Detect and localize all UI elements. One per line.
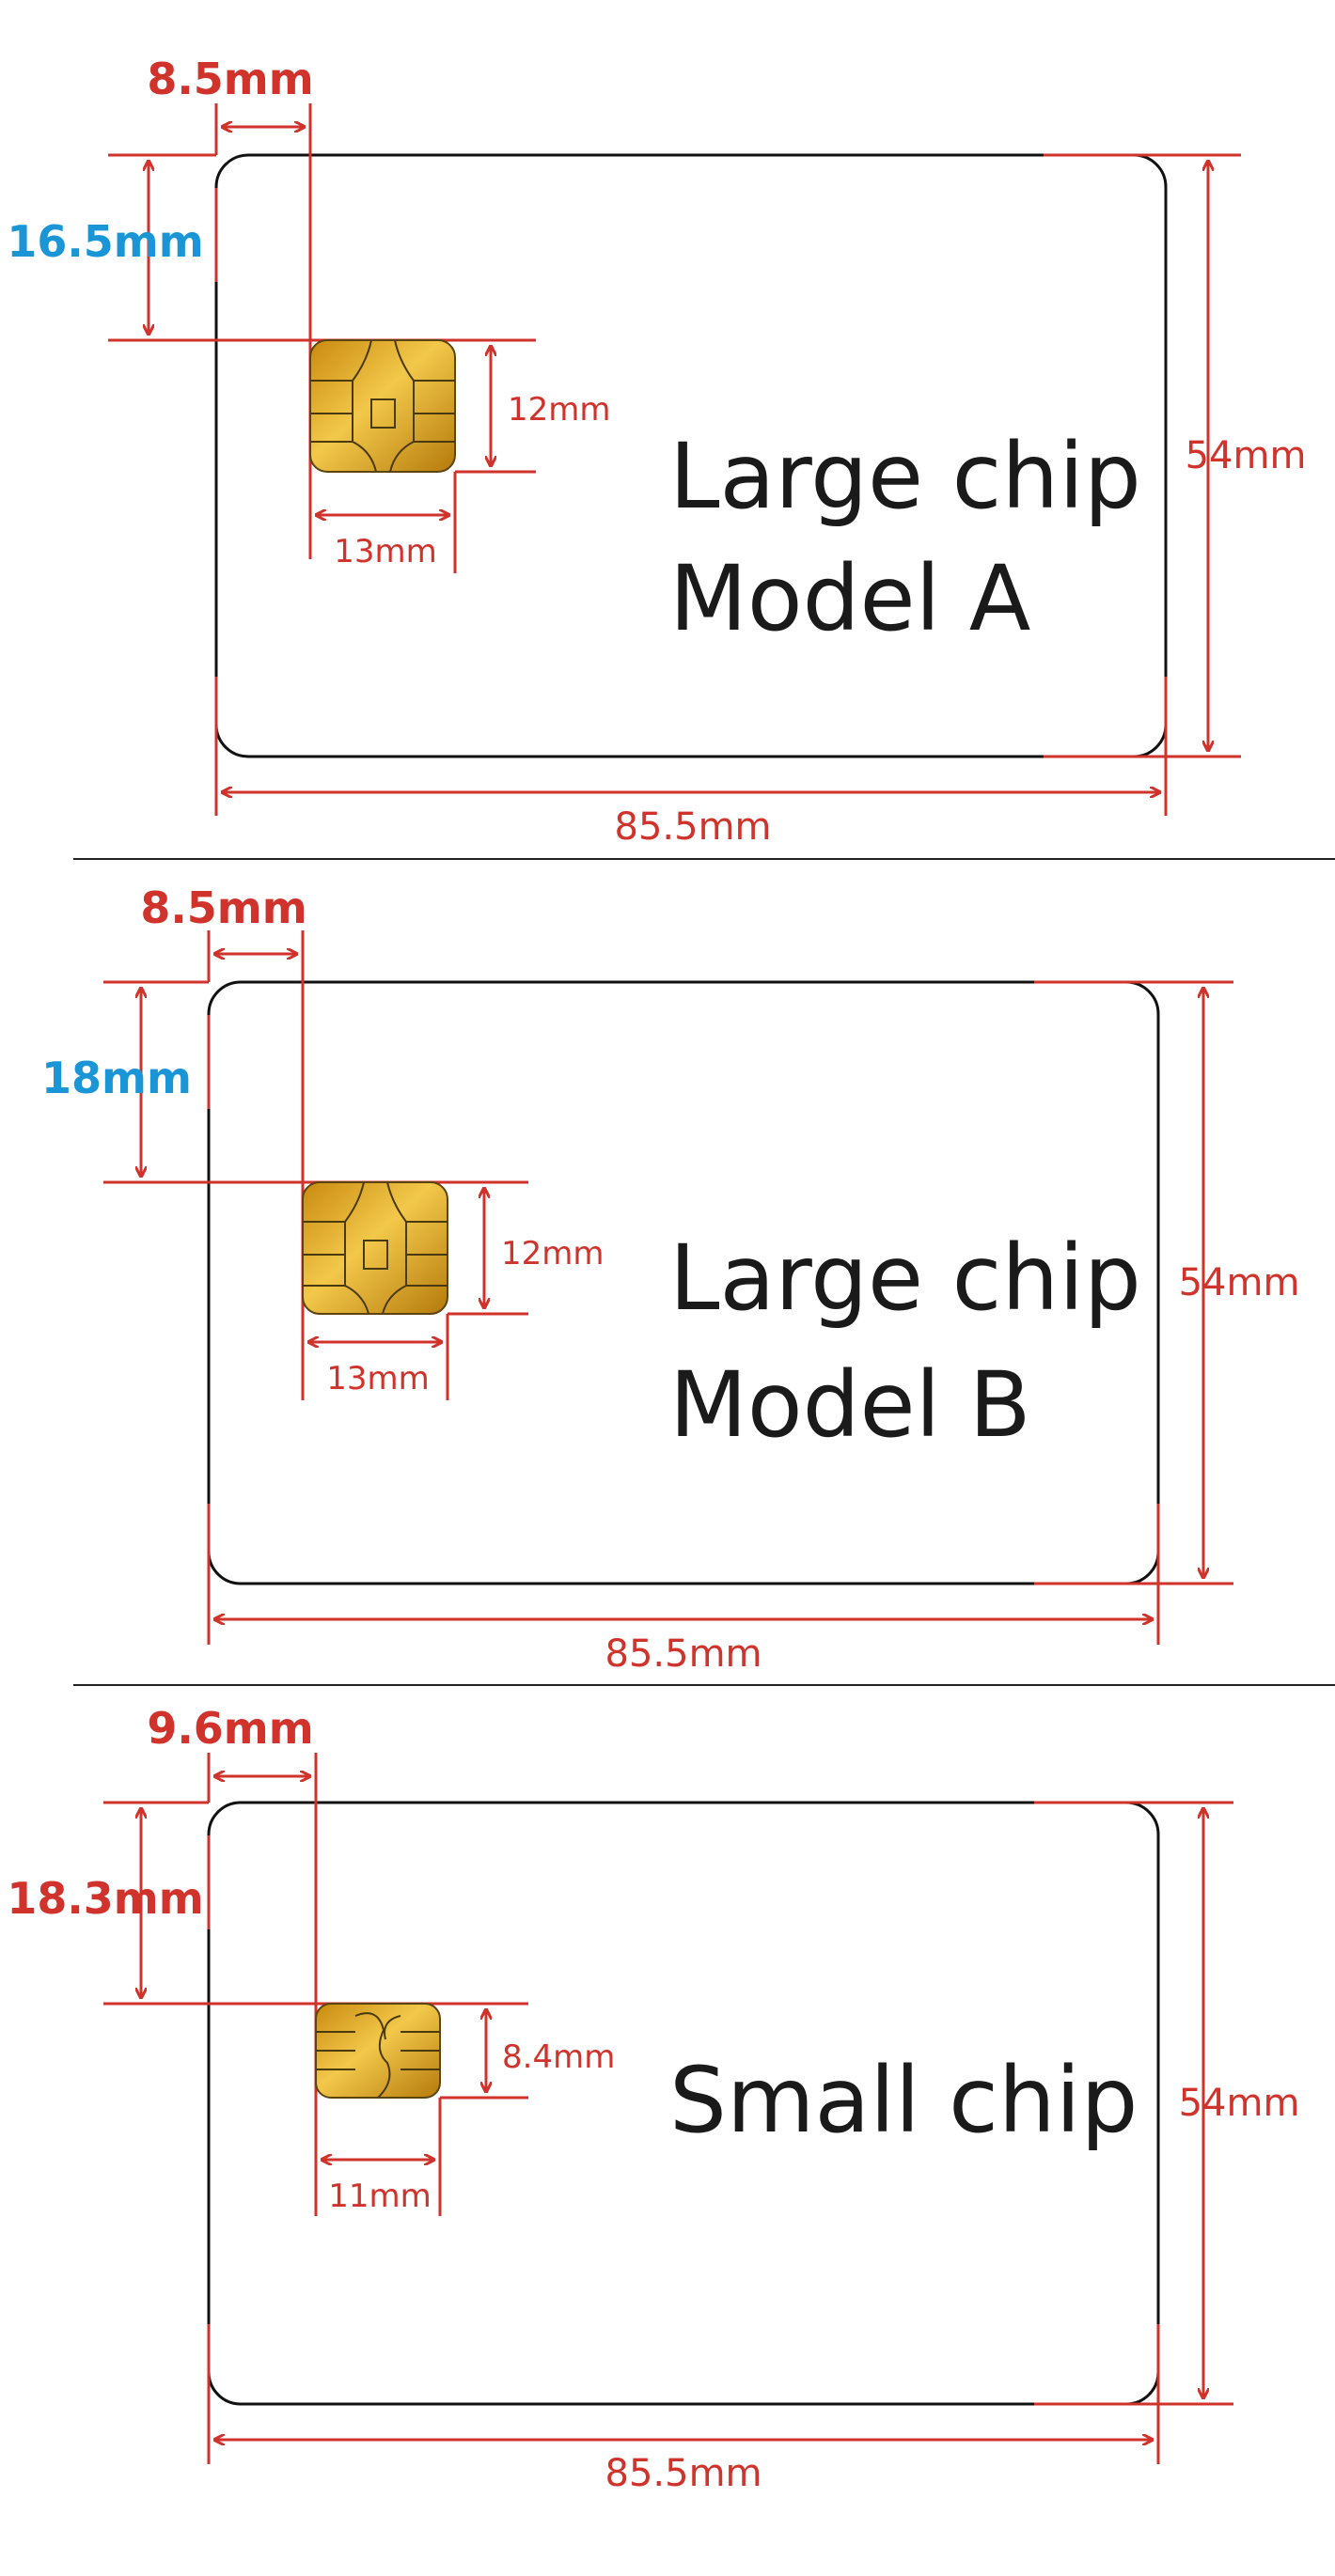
left-offset-label: 9.6mm (147, 1703, 313, 1754)
card-title-line2: Model B (669, 1352, 1031, 1458)
chip-width-label: 13mm (334, 533, 437, 570)
chip-width-label: 13mm (326, 1360, 430, 1397)
chip-contact-small (315, 2003, 441, 2099)
card-title-line1: Small chip (669, 2048, 1138, 2153)
chip-contact-large (309, 339, 456, 473)
card-outline (207, 980, 1160, 1585)
card-title-line2: Model A (669, 546, 1030, 651)
card-panel-small-chip: 9.6mm 18.3mm 8.4mm 11mm 54mm 85.5mm Smal… (7, 1703, 1299, 2495)
card-outline (214, 153, 1168, 758)
card-height-label: 54mm (1179, 1261, 1300, 1304)
left-offset-label: 8.5mm (147, 54, 313, 104)
card-width-label: 85.5mm (605, 2452, 762, 2495)
chip-height-label: 12mm (508, 391, 611, 429)
chip-height-label: 12mm (501, 1235, 605, 1272)
top-offset-label: 18.3mm (7, 1873, 203, 1924)
top-offset-label: 18mm (41, 1053, 192, 1103)
card-title-line1: Large chip (669, 1226, 1141, 1331)
card-height-label: 54mm (1179, 2082, 1300, 2125)
card-title-line1: Large chip (669, 424, 1141, 529)
card-outline (207, 1801, 1160, 2406)
chip-width-label: 11mm (328, 2178, 432, 2215)
left-offset-label: 8.5mm (140, 882, 306, 933)
card-height-label: 54mm (1186, 434, 1307, 477)
card-width-label: 85.5mm (605, 1632, 762, 1676)
chip-contact-large (302, 1181, 448, 1315)
chip-height-label: 8.4mm (502, 2038, 615, 2076)
card-width-label: 85.5mm (615, 805, 772, 849)
card-panel-model-b: 8.5mm 18mm 12mm 13mm 54mm 85.5mm Large c… (41, 882, 1299, 1676)
card-panel-model-a: 8.5mm 16.5mm 12mm 13mm 54mm 85.5mm Large… (7, 54, 1306, 849)
top-offset-label: 16.5mm (7, 216, 203, 267)
